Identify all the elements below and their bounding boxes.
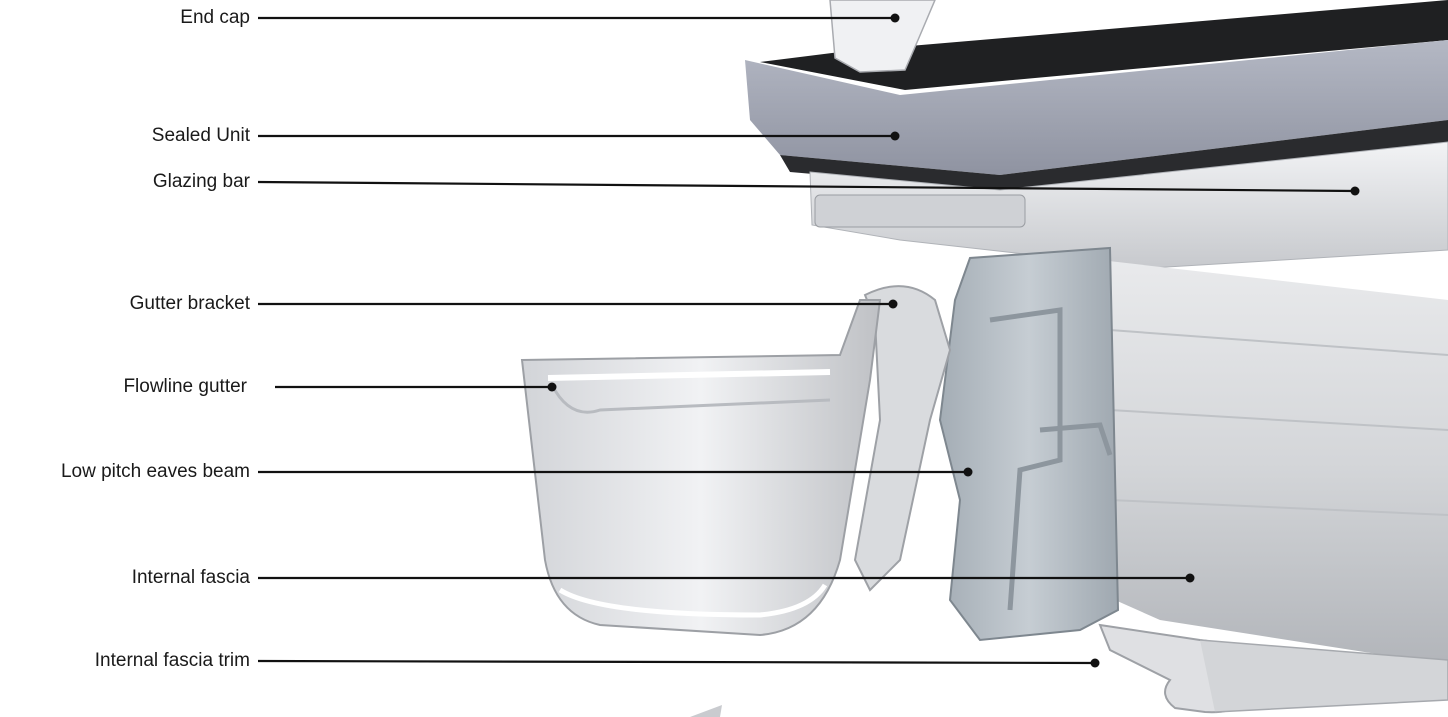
label-internal-fascia-trim: Internal fascia trim <box>95 650 250 672</box>
internal-fascia-body <box>1100 260 1448 665</box>
label-gutter-bracket: Gutter bracket <box>130 293 250 315</box>
callout-line-internal-fascia-trim <box>258 659 1100 668</box>
label-low-pitch-eaves-beam: Low pitch eaves beam <box>61 461 250 483</box>
label-internal-fascia: Internal fascia <box>132 567 250 589</box>
eaves-beam-shape <box>940 248 1118 640</box>
callout-line-gutter-bracket <box>258 300 898 309</box>
flowline-gutter-shape <box>522 300 880 635</box>
label-flowline-gutter: Flowline gutter <box>123 376 247 398</box>
label-sealed-unit: Sealed Unit <box>152 125 250 147</box>
roof-eaves-illustration <box>522 0 1448 717</box>
glazing-bar-clip <box>815 195 1025 227</box>
callout-line-flowline-gutter <box>275 383 557 392</box>
label-end-cap: End cap <box>180 7 250 29</box>
callout-line-end-cap <box>258 14 900 23</box>
label-glazing-bar: Glazing bar <box>153 171 250 193</box>
glass-shard <box>690 705 722 717</box>
